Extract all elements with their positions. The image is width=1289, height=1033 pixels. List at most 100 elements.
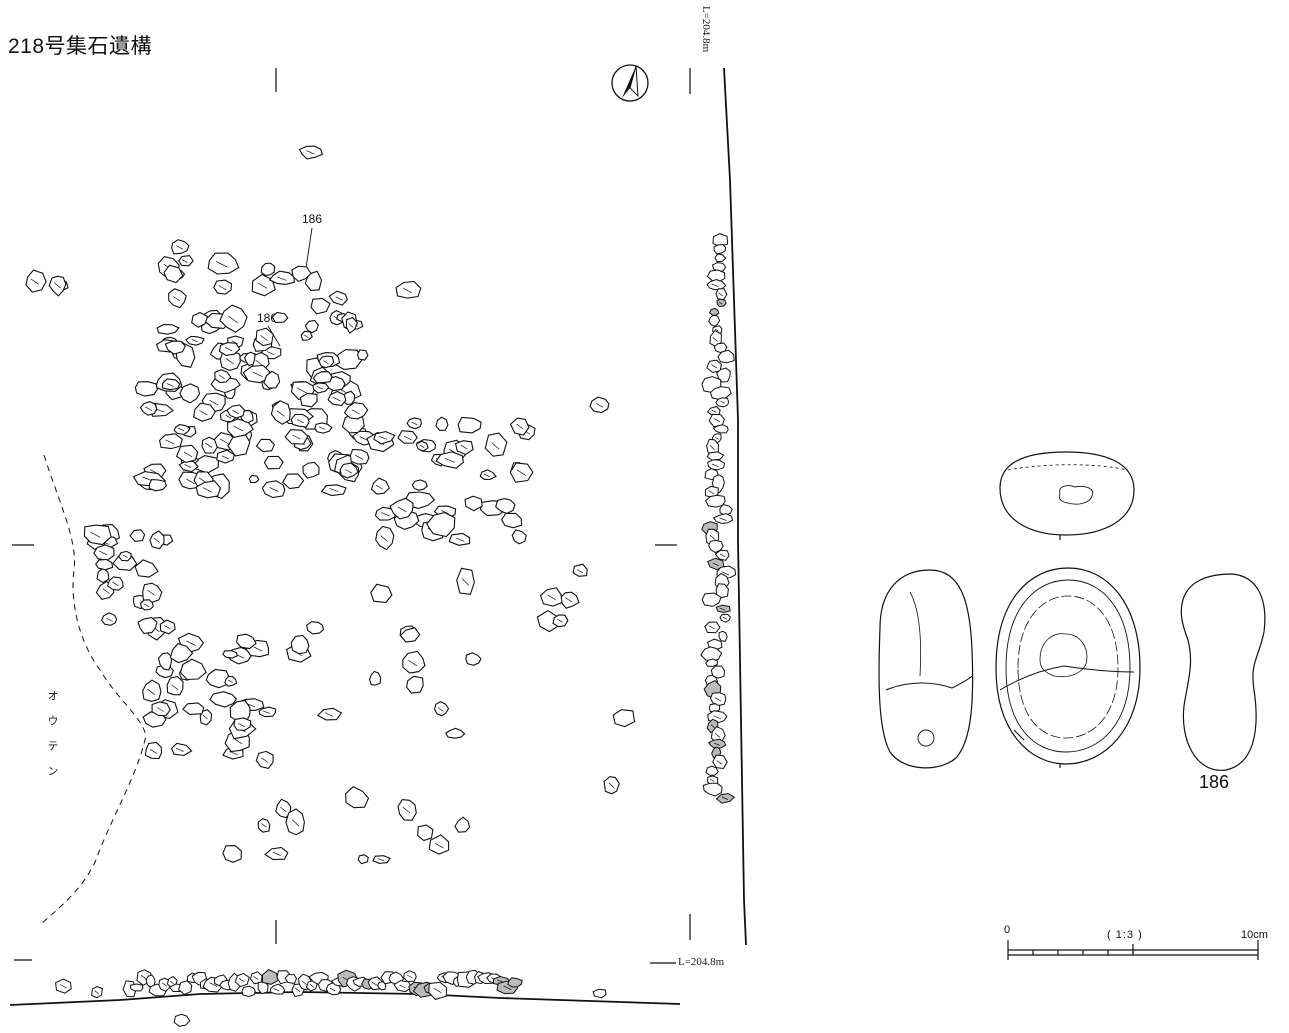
- stone-facet: [318, 426, 326, 430]
- stone: [214, 369, 232, 384]
- stone-cluster-horizontal-section: [55, 968, 607, 1027]
- stone: [511, 529, 527, 545]
- stone-facet: [713, 742, 720, 746]
- stone-facet: [718, 301, 723, 305]
- stone: [291, 265, 312, 283]
- stone: [464, 495, 483, 512]
- stone: [712, 233, 729, 248]
- stone-facet: [444, 457, 456, 463]
- stone: [222, 845, 242, 863]
- stone-facet: [719, 553, 726, 558]
- stone: [705, 765, 719, 776]
- stone-facet: [711, 364, 718, 369]
- stone: [370, 477, 390, 495]
- stone-facet: [169, 980, 174, 985]
- stone-facet: [175, 245, 184, 250]
- figure-title: 218号集石遺構: [8, 35, 153, 58]
- stone-facet: [722, 616, 728, 620]
- scale-bar: [1007, 940, 1259, 960]
- stone: [708, 314, 721, 327]
- side-label: オウテン: [46, 690, 58, 790]
- stone: [717, 349, 735, 364]
- stone: [369, 670, 382, 686]
- stone: [397, 430, 418, 444]
- stone-facet: [719, 607, 726, 611]
- stone-facet: [98, 550, 108, 556]
- stone: [241, 985, 256, 998]
- stone: [373, 431, 396, 445]
- stone-facet: [266, 351, 275, 356]
- stone: [145, 974, 156, 988]
- stone: [706, 451, 725, 461]
- stone-facet: [714, 328, 719, 332]
- stone: [612, 709, 636, 728]
- stone-facet: [273, 988, 280, 992]
- stone-facet: [183, 451, 193, 458]
- stone-facet: [30, 278, 39, 285]
- stone: [171, 239, 190, 255]
- stone-facet: [228, 315, 239, 324]
- stone-facet: [186, 478, 195, 485]
- stone: [134, 559, 159, 578]
- stone: [216, 449, 235, 464]
- stone: [148, 479, 167, 492]
- stone: [345, 316, 358, 334]
- stone-facet: [165, 439, 175, 445]
- stone: [707, 459, 726, 471]
- stone-facet: [309, 984, 314, 988]
- stone: [207, 252, 240, 275]
- stone-facet: [261, 823, 267, 828]
- stone-facet: [709, 444, 715, 450]
- stone: [213, 279, 233, 295]
- stone-facet: [456, 537, 465, 542]
- stone: [389, 497, 414, 520]
- stone-facet: [112, 581, 119, 587]
- stone-facet: [324, 712, 334, 717]
- stone-facet: [483, 473, 490, 478]
- stone-facet: [323, 360, 329, 365]
- stone-facet: [411, 421, 418, 426]
- stone-facet: [516, 469, 527, 476]
- stone: [270, 400, 291, 425]
- stone: [222, 650, 238, 659]
- stone-facet: [709, 535, 716, 540]
- stone-facet: [304, 334, 309, 338]
- scale-zero: 0: [1004, 924, 1011, 936]
- stone: [173, 1013, 191, 1027]
- stone: [142, 582, 163, 604]
- stone-facet: [296, 387, 307, 394]
- stone: [714, 253, 727, 263]
- stone-facet: [345, 469, 353, 474]
- stone-facet: [176, 747, 184, 752]
- stone-facet: [408, 660, 418, 667]
- stone-facet: [102, 588, 110, 594]
- stone: [713, 243, 727, 255]
- stone-facet: [232, 409, 239, 415]
- stone: [718, 630, 728, 642]
- stone: [191, 311, 209, 328]
- stone-facet: [577, 569, 584, 574]
- stone-facet: [224, 346, 233, 352]
- stone-facet: [145, 406, 152, 411]
- stone: [507, 977, 523, 988]
- stone: [263, 455, 284, 470]
- stone-facet: [332, 396, 341, 402]
- stone-facet: [257, 282, 268, 289]
- stone-label-lower: 186: [257, 311, 278, 325]
- stone-facet: [253, 646, 263, 652]
- stone-facet: [186, 640, 196, 646]
- stone-facet: [164, 625, 171, 630]
- stone: [312, 371, 333, 384]
- stone: [712, 512, 734, 524]
- stone: [284, 974, 298, 984]
- stone: [129, 983, 144, 992]
- stone-facet: [220, 438, 229, 444]
- stone: [255, 327, 274, 347]
- stone-facet: [712, 337, 718, 342]
- stone: [589, 396, 610, 414]
- horizontal-section-line: [9, 991, 681, 1006]
- stone-facet: [608, 782, 615, 789]
- stone-facet: [292, 434, 301, 440]
- stone-facet: [351, 409, 360, 415]
- stone-facet: [262, 710, 270, 714]
